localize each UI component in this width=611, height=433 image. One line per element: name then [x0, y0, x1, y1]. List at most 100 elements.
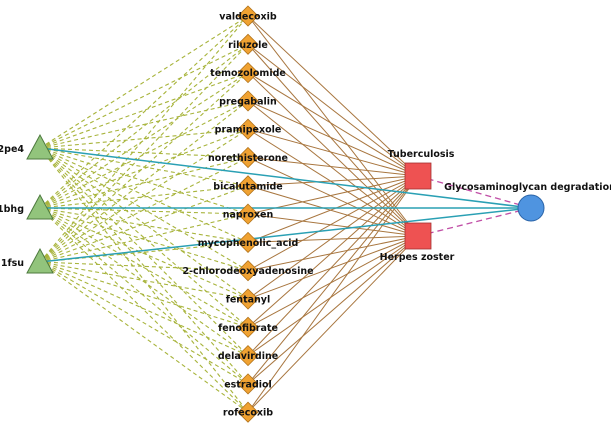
- edge-1fsu-riluzole: [39, 43, 249, 263]
- edge-1fsu-bicalutamide: [39, 185, 249, 263]
- edge-2pe4-fentanyl: [39, 147, 249, 300]
- drug-label-norethisterone: norethisterone: [208, 153, 288, 164]
- labels: 2pe4 1bhg 1fsu valdecoxib riluzole temozolomi…: [0, 12, 611, 419]
- edge-naproxen-herpes-zoster: [247, 213, 419, 237]
- drug-label-naproxen: naproxen: [223, 210, 274, 221]
- edge-2pe4-pathway: [39, 147, 532, 209]
- edge-1fsu-delavirdine: [39, 261, 249, 357]
- edge-valdecoxib-herpes-zoster: [247, 15, 419, 237]
- edge-pramipexole-tuberculosis: [247, 128, 419, 177]
- drug-label-temozolomide: temozolomide: [210, 68, 286, 79]
- edge-temozolomide-herpes-zoster: [247, 72, 419, 237]
- edge-2pe4-valdecoxib: [39, 15, 249, 149]
- drug-node-naproxen[interactable]: [237, 203, 259, 225]
- drug-node-bicalutamide[interactable]: [237, 175, 259, 197]
- protein-label-1fsu: 1fsu: [1, 258, 24, 269]
- edge-pregabalin-tuberculosis: [247, 100, 419, 177]
- drug-node-riluzole[interactable]: [237, 33, 259, 55]
- drug-node-fentanyl[interactable]: [237, 288, 259, 310]
- edge-1fsu-fentanyl: [39, 261, 249, 300]
- edge-bicalutamide-herpes-zoster: [247, 185, 419, 237]
- edge-1bhg-fenofibrate: [39, 207, 249, 328]
- edge-2pe4-riluzole: [39, 43, 249, 149]
- edge-2-chlorodeoxyadenosine-herpes-zoster: [247, 235, 419, 272]
- drug-label-pregabalin: pregabalin: [219, 96, 277, 107]
- drug-node-mycophenolic_acid[interactable]: [237, 231, 259, 253]
- drug-node-pregabalin[interactable]: [237, 90, 259, 112]
- edge-fentanyl-tuberculosis: [247, 175, 419, 300]
- drug-label-estradiol: estradiol: [224, 379, 272, 390]
- edge-norethisterone-tuberculosis: [247, 157, 419, 177]
- pathway-node[interactable]: [517, 194, 545, 222]
- edge-1bhg-delavirdine: [39, 207, 249, 357]
- edge-1fsu-norethisterone: [39, 157, 249, 263]
- drug-label-pramipexole: pramipexole: [215, 125, 282, 136]
- disease-label-herpes-zoster: Herpes zoster: [380, 252, 455, 263]
- drug-node-pramipexole[interactable]: [237, 118, 259, 140]
- drug-label-2-chlorodeoxyadenosine: 2-chlorodeoxyadenosine: [182, 266, 313, 277]
- edge-mycophenolic_acid-herpes-zoster: [247, 235, 419, 243]
- drug-node-temozolomide[interactable]: [237, 62, 259, 84]
- protein-label-2pe4: 2pe4: [0, 144, 24, 155]
- edge-1fsu-temozolomide: [39, 72, 249, 263]
- protein-node-1fsu[interactable]: [26, 247, 54, 274]
- disease-node-herpes-zoster[interactable]: [404, 222, 432, 250]
- edge-1bhg-pramipexole: [39, 128, 249, 209]
- drug-node-fenofibrate[interactable]: [237, 316, 259, 338]
- edge-1bhg-valdecoxib: [39, 15, 249, 209]
- drug-label-bicalutamide: bicalutamide: [213, 181, 282, 192]
- edge-riluzole-herpes-zoster: [247, 43, 419, 237]
- disease-label-tuberculosis: Tuberculosis: [388, 149, 455, 160]
- edge-delavirdine-tuberculosis: [247, 175, 419, 356]
- edge-temozolomide-tuberculosis: [247, 72, 419, 177]
- drug-node-rofecoxib[interactable]: [237, 401, 259, 423]
- protein-drug-edges: [39, 15, 249, 413]
- edge-pregabalin-herpes-zoster: [247, 100, 419, 237]
- edge-delavirdine-herpes-zoster: [247, 235, 419, 357]
- edge-1bhg-2-chlorodeoxyadenosine: [39, 207, 249, 272]
- edge-pramipexole-herpes-zoster: [247, 128, 419, 237]
- edge-estradiol-herpes-zoster: [247, 235, 419, 385]
- edge-valdecoxib-tuberculosis: [247, 15, 419, 177]
- edge-1fsu-valdecoxib: [39, 15, 249, 263]
- edge-1bhg-riluzole: [39, 43, 249, 209]
- edge-1bhg-pregabalin: [39, 100, 249, 209]
- edge-2pe4-naproxen: [39, 147, 249, 215]
- protein-node-1bhg[interactable]: [26, 193, 54, 220]
- edge-1bhg-norethisterone: [39, 156, 249, 209]
- edge-rofecoxib-herpes-zoster: [247, 235, 419, 413]
- edge-1fsu-naproxen: [39, 213, 249, 263]
- protein-label-1bhg: 1bhg: [0, 204, 24, 215]
- edge-1fsu-pramipexole: [39, 128, 249, 263]
- edge-2pe4-estradiol: [39, 147, 249, 385]
- edge-2pe4-mycophenolic_acid: [39, 147, 249, 243]
- drug-label-riluzole: riluzole: [228, 40, 268, 51]
- edge-1fsu-fenofibrate: [39, 261, 249, 328]
- edge-2pe4-temozolomide: [39, 72, 249, 149]
- edge-1fsu-estradiol: [39, 261, 249, 385]
- protein-pathway-edges: [39, 147, 532, 263]
- disease-node-tuberculosis[interactable]: [404, 162, 432, 190]
- drug-node-valdecoxib[interactable]: [237, 5, 259, 27]
- drug-node-estradiol[interactable]: [237, 373, 259, 395]
- drug-node-norethisterone[interactable]: [237, 146, 259, 169]
- edge-estradiol-tuberculosis: [247, 175, 419, 385]
- nodes: [26, 5, 545, 423]
- edge-fenofibrate-herpes-zoster: [247, 235, 419, 328]
- drug-label-fentanyl: fentanyl: [226, 295, 271, 306]
- edge-fentanyl-herpes-zoster: [247, 235, 419, 300]
- edge-1fsu-pregabalin: [39, 100, 249, 263]
- edge-rofecoxib-tuberculosis: [247, 175, 419, 413]
- drug-label-fenofibrate: fenofibrate: [218, 323, 278, 334]
- edge-2pe4-2-chlorodeoxyadenosine: [39, 147, 249, 272]
- edge-1fsu-rofecoxib: [39, 261, 249, 413]
- drug-label-delavirdine: delavirdine: [218, 351, 278, 362]
- drug-node-2-chlorodeoxyadenosine[interactable]: [237, 260, 259, 282]
- drug-label-valdecoxib: valdecoxib: [219, 12, 277, 23]
- edge-herpes-zoster-pathway: [417, 207, 532, 237]
- edge-1bhg-temozolomide: [39, 72, 249, 209]
- edge-2pe4-pregabalin: [39, 100, 249, 149]
- protein-node-2pe4[interactable]: [26, 133, 54, 160]
- drug-node-delavirdine[interactable]: [237, 345, 259, 367]
